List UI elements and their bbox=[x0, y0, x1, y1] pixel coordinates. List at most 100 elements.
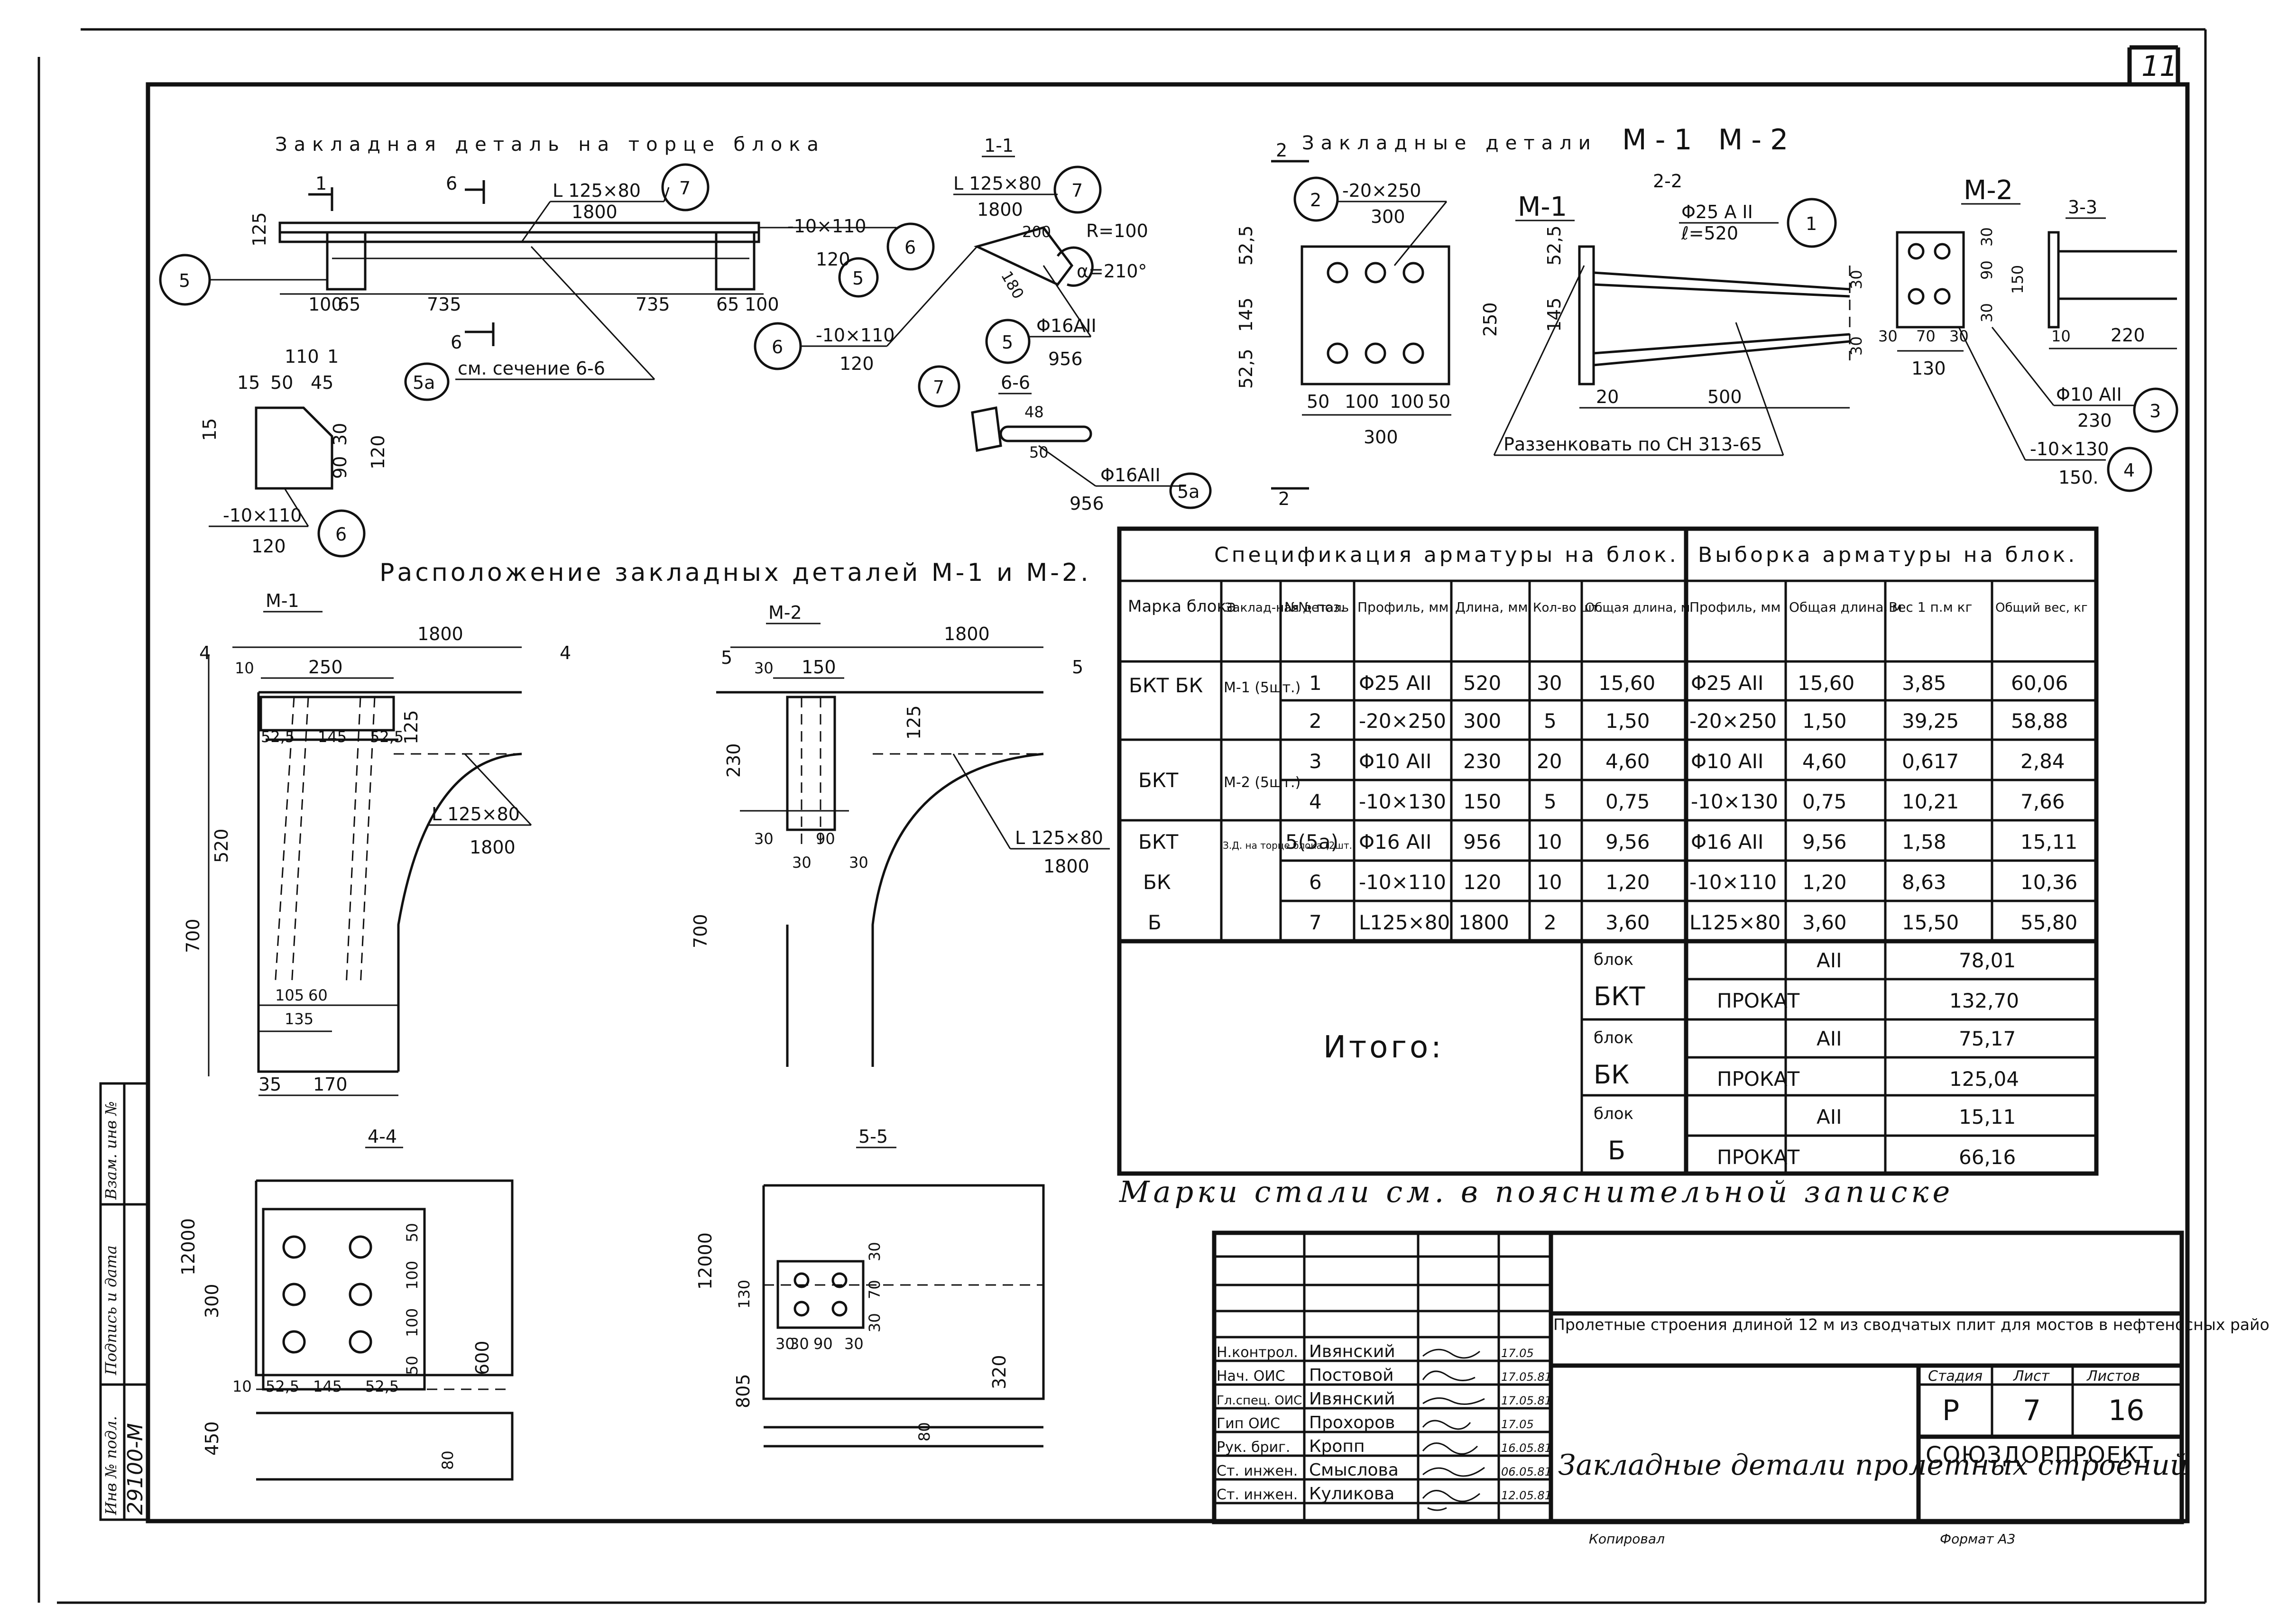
m1-side-dim-20: 20 bbox=[1596, 386, 1619, 407]
m2-dim-30b: 30 bbox=[1978, 303, 1996, 322]
row1-total: 15,60 bbox=[1598, 671, 1655, 695]
sec44-holes bbox=[282, 1235, 372, 1354]
section-4-4-title: 4-4 bbox=[368, 1126, 397, 1147]
sheet-frame: 11 bbox=[37, 28, 2207, 1604]
sec55-dim-80: 80 bbox=[915, 1422, 933, 1441]
layout1-dim-10: 10 bbox=[235, 659, 254, 677]
callout-1: 1 bbox=[1806, 213, 1817, 234]
row6-pos: 6 bbox=[1309, 871, 1322, 894]
steel-grades-note: Марки стали см. в пояснительной записке bbox=[1119, 1174, 1954, 1209]
sec11-angle: L 125×80 bbox=[953, 173, 1042, 194]
dim-200: 200 bbox=[1022, 223, 1051, 241]
organization: СОЮЗДОРПРОЕКТ bbox=[1926, 1442, 2154, 1468]
layout1-dim-1800: 1800 bbox=[417, 624, 463, 644]
row3-total: 4,60 bbox=[1605, 750, 1650, 773]
row7-length: 1800 bbox=[1458, 911, 1509, 934]
row4-length: 150 bbox=[1463, 790, 1501, 813]
staff-rows: Н.контрол. Ивянский 17.05 Нач. ОИС Посто… bbox=[1217, 1342, 1552, 1504]
sec66-rod-len: 956 bbox=[1070, 493, 1104, 514]
row5-pos: 5(5а) bbox=[1285, 830, 1338, 853]
row2-qty: 5 bbox=[1544, 709, 1557, 733]
row6-qty: 10 bbox=[1537, 871, 1562, 894]
callout-5-sec11: 5 bbox=[1002, 332, 1013, 353]
row4-total: 0,75 bbox=[1605, 790, 1650, 813]
dim-110: 110 bbox=[285, 346, 319, 367]
row2-weight: 39,25 bbox=[1902, 709, 1959, 733]
layout1-angle: L 125×80 bbox=[432, 804, 520, 825]
layout-m1-m2: Расположение закладных деталей М-1 и М-2… bbox=[183, 559, 1110, 1096]
section-mark-1b: 1 bbox=[327, 346, 339, 367]
row2-total: 1,50 bbox=[1605, 709, 1650, 733]
row5-total2: 9,56 bbox=[1802, 830, 1847, 853]
section-5-5-title: 5-5 bbox=[858, 1126, 888, 1147]
sec55-dim-30b: 30 bbox=[790, 1335, 809, 1353]
m2-dim-30c: 30 bbox=[1878, 327, 1898, 345]
header-layout: Расположение закладных деталей М-1 и М-2… bbox=[379, 559, 1091, 587]
staff-date: 12.05.81 bbox=[1501, 1489, 1552, 1502]
row5-profile: Φ16 АII bbox=[1359, 830, 1431, 853]
staff-name: Ивянский bbox=[1309, 1389, 1395, 1409]
staff-name: Смыслова bbox=[1309, 1460, 1399, 1480]
dim-125: 125 bbox=[249, 212, 270, 247]
m2-dim-30d: 30 bbox=[1949, 327, 1969, 345]
total2-block2: БК bbox=[1594, 1060, 1629, 1090]
col-header-qty: Кол-во шт. bbox=[1533, 601, 1603, 615]
col-header-profile2: Профиль, мм bbox=[1689, 599, 1781, 615]
total2-val1: 75,17 bbox=[1959, 1027, 2016, 1050]
staff-date: 17.05 bbox=[1501, 1347, 1534, 1360]
staff-name: Прохоров bbox=[1309, 1413, 1395, 1432]
sec55-dim-130: 130 bbox=[735, 1280, 753, 1309]
staff-role: Ст. инжен. bbox=[1217, 1486, 1298, 1503]
staff-role: Гл.спец. ОИС bbox=[1217, 1394, 1302, 1408]
staff-name: Ивянский bbox=[1309, 1342, 1395, 1361]
layout2-dim-30c: 30 bbox=[792, 853, 812, 872]
row5-qty: 10 bbox=[1537, 830, 1562, 853]
dim-100-right: 100 bbox=[745, 294, 779, 315]
m1-side-dim-52: 52,5 bbox=[1544, 225, 1565, 266]
section-1-1-title: 1-1 bbox=[984, 135, 1014, 156]
row4-profile2: -10×130 bbox=[1691, 790, 1778, 813]
layout1-dim-60: 60 bbox=[308, 986, 328, 1004]
row1-weight: 3,85 bbox=[1902, 671, 1946, 695]
callout-5-left: 5 bbox=[179, 270, 190, 291]
row4-qty: 5 bbox=[1544, 790, 1557, 813]
staff-name: Куликова bbox=[1309, 1484, 1394, 1504]
total2-block: блок bbox=[1594, 1028, 1633, 1047]
staff-date: 16.05.81 bbox=[1501, 1441, 1552, 1455]
row3-length: 230 bbox=[1463, 750, 1501, 773]
col-header-block: Марка блока bbox=[1128, 597, 1236, 616]
layout1-dim-145: 145 bbox=[318, 728, 347, 746]
layout1-dim-135: 135 bbox=[285, 1010, 314, 1028]
col-header-total-length: Общая длина, м bbox=[1585, 601, 1690, 615]
sheets-value: 16 bbox=[2108, 1394, 2144, 1427]
layout1-dim-52b: 52,5 bbox=[370, 728, 404, 746]
layout2-dim-700: 700 bbox=[690, 914, 711, 948]
side-info-column: Взам. инв № Подпись и дата Инв № подл. 2… bbox=[99, 1082, 149, 1521]
row7-qty: 2 bbox=[1544, 911, 1557, 934]
staff-role: Н.контрол. bbox=[1217, 1344, 1298, 1361]
m2-plate-len: 150. bbox=[2058, 467, 2099, 488]
callout-5a-sec66: 5а bbox=[1177, 481, 1199, 502]
section-3-3-title: 3-3 bbox=[2068, 197, 2097, 218]
section-mark-2-top: 2 bbox=[1276, 140, 1287, 161]
inventory-number: 29100-М bbox=[123, 1423, 148, 1515]
row6-weight: 8,63 bbox=[1902, 871, 1946, 894]
dim-180: 180 bbox=[997, 268, 1027, 302]
row3-weight: 0,617 bbox=[1902, 750, 1959, 773]
row6-profile2: -10×110 bbox=[1689, 871, 1777, 894]
staff-name: Постовой bbox=[1309, 1366, 1394, 1385]
m2-dim-90: 90 bbox=[1978, 260, 1996, 280]
total2-val2: 125,04 bbox=[1949, 1067, 2019, 1091]
staff-date: 17.05.81 bbox=[1501, 1370, 1552, 1384]
total2-item1: АII bbox=[1817, 1027, 1842, 1050]
dim-735-right: 735 bbox=[636, 294, 670, 315]
row2-profile2: -20×250 bbox=[1689, 709, 1777, 733]
selection-title: Выборка арматуры на блок. bbox=[1698, 543, 2077, 567]
layout1-dim-105: 105 bbox=[275, 986, 304, 1004]
row3-detail: М-2 (5шт.) bbox=[1224, 774, 1301, 791]
sec55-dim-805: 805 bbox=[733, 1374, 754, 1408]
staff-role: Нач. ОИС bbox=[1217, 1368, 1285, 1385]
callout-7-sec66: 7 bbox=[933, 377, 944, 398]
sec11-len: 1800 bbox=[977, 199, 1023, 220]
